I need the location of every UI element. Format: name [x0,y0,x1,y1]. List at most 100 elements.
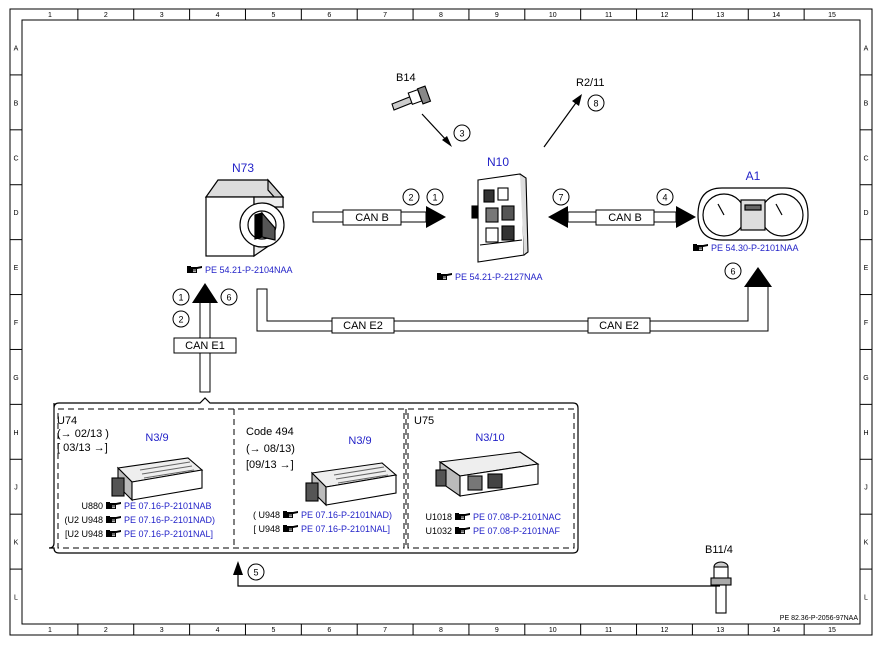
code494-date-to: [09/13 →] [246,459,294,471]
pointing-hand-icon [437,273,452,280]
temperature-sensor-icon [391,85,432,111]
column-label: 4 [216,627,220,634]
engine-ecu-icon [111,457,204,502]
pointing-hand-icon [106,530,121,537]
a1-instrument-cluster: A1 PE 54.30-P-2101NAA [693,169,809,253]
row-label: J [14,485,18,492]
ref-code: PE 07.16-P-2101NAD) [124,515,215,525]
u74-date-from: (→ 02/13 ) [57,428,109,440]
row-label: G [13,375,18,382]
n73-ignition-switch: N73 PE 54.21-P-2104NAA [187,161,293,275]
column-label: 6 [327,627,331,634]
row-label: H [13,430,18,437]
ref-prefix: (U2 U948 [64,515,103,525]
a1-label: A1 [746,169,761,183]
pointing-hand-icon [283,525,298,532]
column-label: 14 [772,12,780,19]
b11-4-sensor: B11/4 [233,544,733,614]
code494-ecu-label: N3/9 [348,435,371,447]
r2-11-label: R2/11 [576,77,605,89]
n73-label: N73 [232,161,254,175]
marker-number: 6 [226,293,231,303]
row-label: F [14,320,18,327]
column-label: 5 [271,627,275,634]
u75-title: U75 [414,415,434,427]
column-label: 4 [216,12,220,19]
r2-11-output: R2/11 [543,77,605,148]
row-label: B [14,100,19,107]
ignition-switch-icon [204,178,285,258]
row-label: J [864,485,868,492]
u74-reference-list: U880 PE 07.16-P-2101NAB (U2 U948 PE 07.16-P… [64,501,215,539]
ref-prefix: U1032 [425,526,452,536]
column-label: 7 [383,12,387,19]
pointing-hand-icon [187,266,202,273]
marker-number: 6 [730,267,735,277]
u74-title: U74 [57,415,77,427]
marker-b11-4: 5 [247,563,265,581]
marker-e1-c: 6 [220,288,238,306]
code-494-section: Code 494 (→ 08/13) [09/13 →] N3/9 ( U948… [246,426,398,534]
row-label: K [14,540,19,547]
pointing-hand-icon [455,527,470,534]
row-label: C [863,155,868,162]
ref-code: PE 07.16-P-2101NAD) [301,510,392,520]
n10-control-unit: N10 PE 54.21-P-2127NAA [437,155,543,282]
column-label: 5 [271,12,275,19]
ref-prefix: [ U948 [253,524,280,534]
engine-ecu-icon [305,462,398,507]
row-label: D [13,210,18,217]
column-label: 11 [605,627,612,634]
code494-title: Code 494 [246,426,294,438]
column-label: 13 [716,12,724,19]
row-label: L [864,595,868,602]
ref-prefix: ( U948 [253,510,280,520]
row-label: D [863,210,868,217]
column-label: 15 [828,627,836,634]
marker-e1-a: 1 [172,288,190,306]
can-b-n73-n10: CAN B [312,206,446,228]
ref-code: PE 07.08-P-2101NAC [473,512,562,522]
marker-number: 2 [178,315,183,325]
pointing-hand-icon [106,516,121,523]
can-e2-route: CAN E2 CAN E2 [256,267,772,334]
column-label: 1 [48,12,52,19]
marker-b14: 3 [453,124,471,142]
instrument-cluster-icon [697,187,809,241]
ref-code: PE 07.16-P-2101NAB [124,501,212,511]
column-label: 15 [828,12,836,19]
engine-ecu-icon [435,451,540,498]
row-label: C [13,155,18,162]
marker-n10-right: 4 [656,188,674,206]
row-label: H [863,430,868,437]
can-e2-label: CAN E2 [599,320,639,332]
marker-number: 2 [408,193,413,203]
column-label: 6 [327,12,331,19]
column-label: 3 [160,12,164,19]
column-label: 2 [104,627,108,634]
can-b-n10-a1: CAN B [548,206,696,228]
marker-number: 4 [662,193,667,203]
row-label: G [863,375,868,382]
pointing-hand-icon [455,513,470,520]
column-label: 7 [383,627,387,634]
coolant-sensor-icon [710,561,732,614]
can-e1-route: CAN E1 [173,283,237,393]
marker-number: 3 [459,129,464,139]
ref-prefix: U880 [81,501,103,511]
ref-code: PE 07.16-P-2101NAL] [124,529,213,539]
row-label: L [14,595,18,602]
marker-number: 8 [593,99,598,109]
marker-number: 7 [558,193,563,203]
column-label: 12 [661,12,669,19]
pointing-hand-icon [693,244,708,251]
marker-number: 1 [178,293,183,303]
